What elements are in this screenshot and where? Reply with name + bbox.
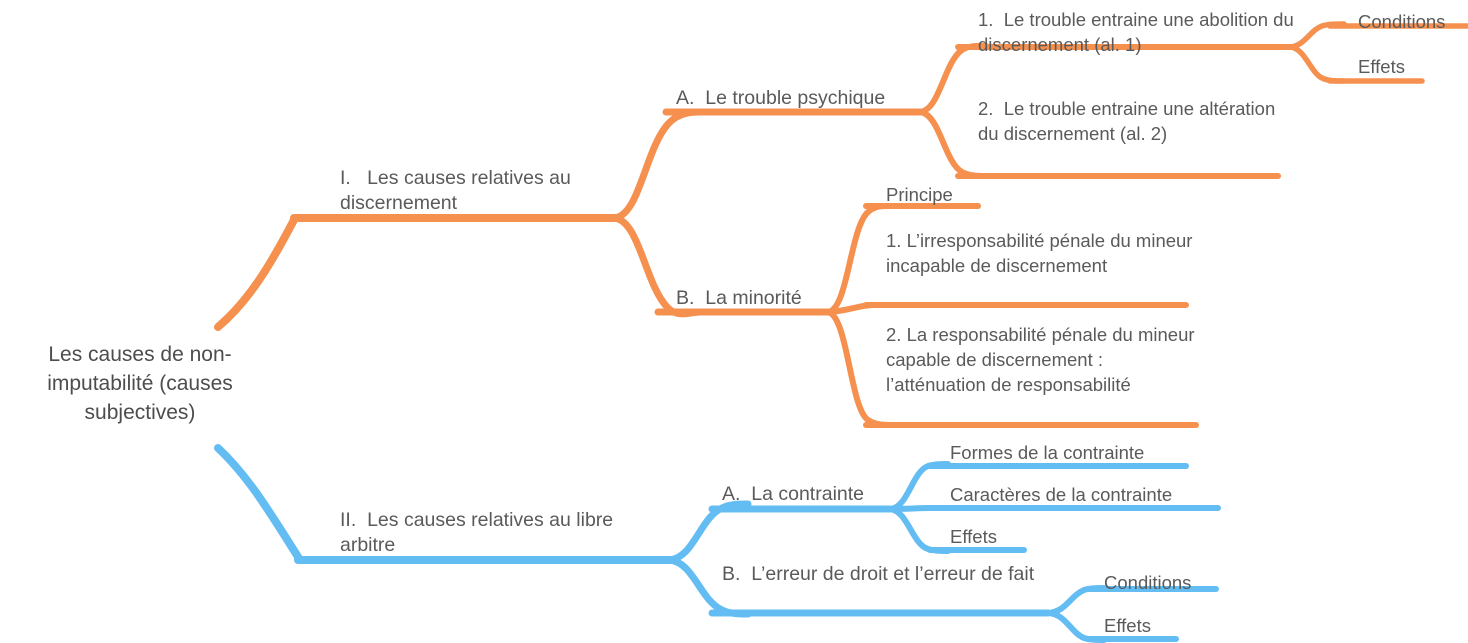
connector-branch-1-a-1-to-effets — [1287, 44, 1347, 84]
node-branch-2-a-label[interactable]: A. La contrainte — [722, 483, 865, 505]
node-branch-2-a-effets-label[interactable]: Effets — [950, 526, 997, 547]
node-branch-1-b-2-label[interactable]: 2. La responsabilité pénale du mineur ca… — [886, 324, 1200, 395]
connector-branch-1-to-a — [611, 108, 704, 222]
node-branch-2-a-formes-label[interactable]: Formes de la contrainte — [950, 442, 1145, 463]
node-branch-2-b-effets-label[interactable]: Effets — [1104, 615, 1151, 636]
node-branch-2-b-conditions-label[interactable]: Conditions — [1104, 572, 1192, 593]
connector-root-to-branch-1 — [214, 214, 299, 331]
node-branch-2-b-label[interactable]: B. L’erreur de droit et l’erreur de fait — [722, 563, 1035, 585]
node-branch-1-a-1-conditions-label[interactable]: Conditions — [1358, 11, 1446, 32]
connector-branch-2-a-to-effets — [887, 506, 951, 554]
node-branch-2-label[interactable]: II. Les causes relatives au libre arbitr… — [340, 509, 619, 556]
node-branch-2-a-caracteres-label[interactable]: Caractères de la contrainte — [950, 484, 1173, 505]
node-branch-1-a-2-label[interactable]: 2. Le trouble entraine une altération du… — [978, 98, 1281, 144]
node-branch-1-a-1-effets-label[interactable]: Effets — [1358, 56, 1405, 77]
connector-branch-1-b-to-2 — [825, 309, 895, 428]
node-branch-1-a-1-label[interactable]: 1. Le trouble entraine une abolition du … — [978, 9, 1299, 55]
node-branch-1-label[interactable]: I. Les causes relatives au discernement — [340, 167, 577, 214]
node-branch-1-b-principe-label[interactable]: Principe — [886, 184, 953, 205]
node-branch-1-b-label[interactable]: B. La minorité — [676, 287, 802, 309]
root-node-label[interactable]: Les causes de non-imputabilité (causes s… — [47, 343, 239, 424]
node-branch-1-b-1-label[interactable]: 1. L’irresponsabilité pénale du mineur i… — [886, 230, 1198, 276]
connector-root-to-branch-2 — [214, 444, 304, 564]
connector-branch-2-b-to-effets — [1045, 610, 1107, 643]
node-branch-1-a-label[interactable]: A. Le trouble psychique — [676, 87, 886, 109]
connector-branch-1-a-to-2 — [917, 109, 989, 179]
